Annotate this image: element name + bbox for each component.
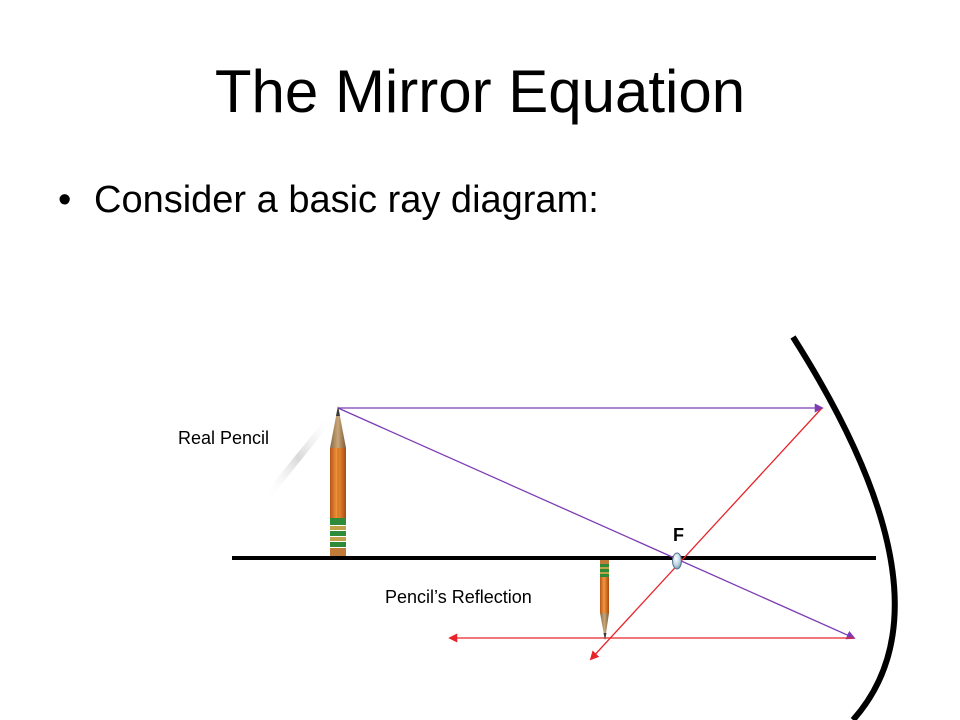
- ray-through-focal-incident: [337, 407, 856, 640]
- bullet-text: Consider a basic ray diagram:: [94, 179, 599, 221]
- bullet-point: • Consider a basic ray diagram:: [58, 172, 599, 228]
- label-real-pencil: Real Pencil: [178, 428, 269, 448]
- concave-mirror: [790, 335, 898, 720]
- ray-reflected-through-focal: [589, 407, 823, 661]
- focal-point-marker: [672, 552, 682, 570]
- reflected-pencil-icon: [600, 560, 609, 640]
- label-focal-point: F: [673, 525, 684, 545]
- bullet-icon: •: [58, 179, 72, 221]
- pencil-shadow: [266, 418, 330, 496]
- real-pencil-icon: [330, 406, 346, 556]
- slide-title: The Mirror Equation: [214, 58, 746, 125]
- label-pencil-reflection: Pencil’s Reflection: [385, 587, 532, 607]
